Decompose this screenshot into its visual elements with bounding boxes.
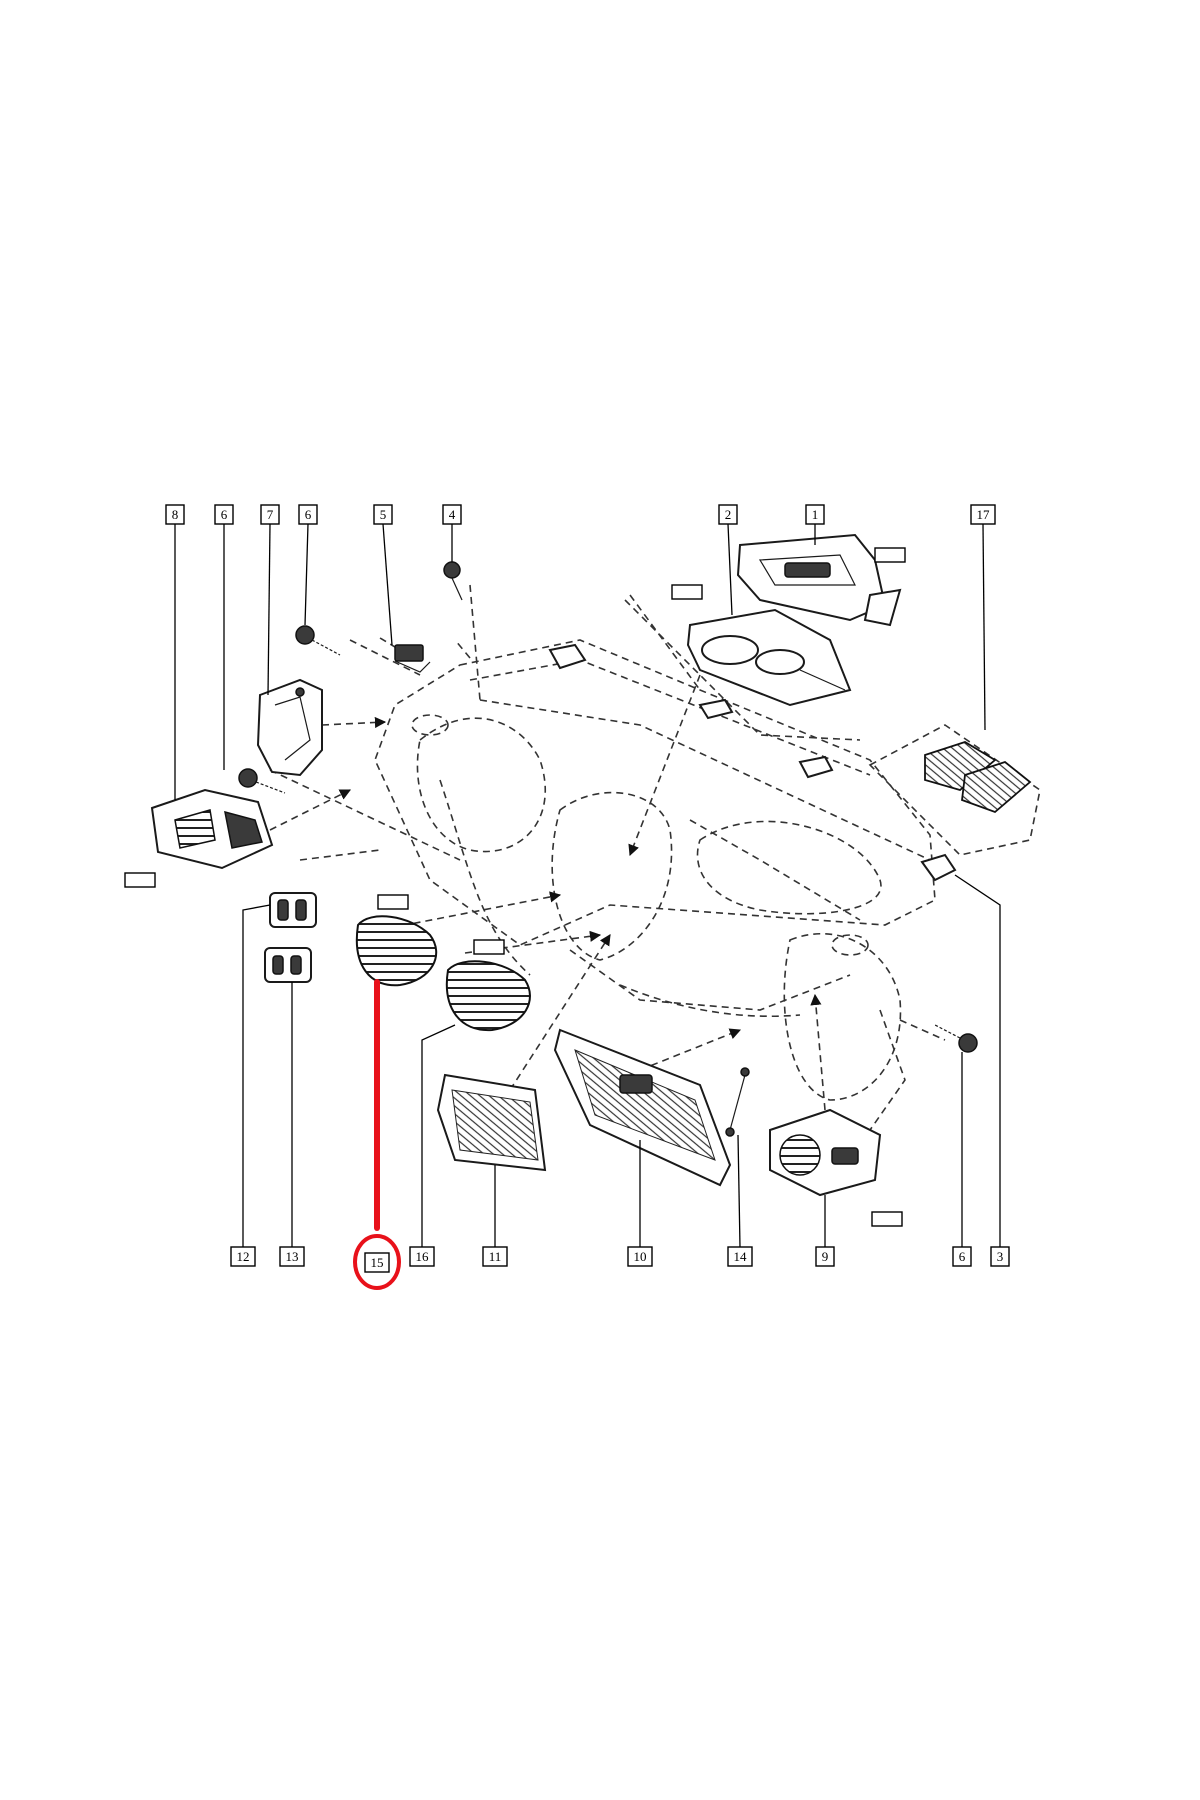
callout-3-bottom: 3 [990, 1246, 1010, 1267]
screw-part-6-upper [295, 625, 341, 656]
callout-6-bottom: 6 [952, 1246, 972, 1267]
callout-5-top: 5 [373, 504, 393, 525]
callout-9-bottom: 9 [815, 1246, 835, 1267]
callout-label: 5 [380, 507, 387, 522]
callout-label: 9 [822, 1249, 829, 1264]
callout-label: 6 [959, 1249, 966, 1264]
highlight-annotation [353, 979, 401, 1290]
center-air-vent-part-16 [445, 960, 531, 1032]
callout-label: 3 [997, 1249, 1004, 1264]
callout-label: 4 [449, 507, 456, 522]
screw-part-6-right [934, 1024, 978, 1053]
callout-1-top: 1 [805, 504, 825, 525]
callout-label: 6 [221, 507, 228, 522]
lower-panel-part-11 [436, 1073, 547, 1172]
callout-16-bottom: 16 [409, 1246, 435, 1267]
callout-label: 14 [734, 1249, 748, 1264]
callout-17-top: 17 [970, 504, 996, 525]
left-air-vent-part-8 [150, 788, 274, 870]
switch-panel-part-13 [264, 947, 312, 983]
callout-label: 13 [286, 1249, 299, 1264]
callout-leaders [174, 523, 1001, 1248]
callout-label: 17 [977, 507, 991, 522]
side-trim-part-7 [256, 678, 323, 777]
callout-12-bottom: 12 [230, 1246, 256, 1267]
callout-6-top-a: 6 [214, 504, 234, 525]
instrument-cluster-part-1 [736, 533, 902, 627]
speaker-grilles-part-17 [924, 741, 1032, 814]
callout-label: 11 [489, 1249, 502, 1264]
callout-label: 2 [725, 507, 732, 522]
bracket-part-3 [548, 643, 957, 882]
screw-part-4 [443, 561, 463, 601]
callout-8-top: 8 [165, 504, 185, 525]
callout-6-top-b: 6 [298, 504, 318, 525]
callout-4-top: 4 [442, 504, 462, 525]
callout-2-top: 2 [718, 504, 738, 525]
switch-part-5 [394, 644, 431, 673]
callout-label: 10 [634, 1249, 647, 1264]
assembly-leader-lines [269, 584, 946, 1111]
callout-label: 15 [371, 1255, 384, 1270]
callout-10-bottom: 10 [627, 1246, 653, 1267]
callout-label: 6 [305, 507, 312, 522]
callout-14-bottom: 14 [727, 1246, 753, 1267]
callout-label: 1 [812, 507, 819, 522]
cable-part-14 [725, 1067, 750, 1137]
callout-label: 16 [416, 1249, 430, 1264]
callout-13-bottom: 13 [279, 1246, 305, 1267]
callout-label: 7 [267, 507, 274, 522]
callout-label: 12 [237, 1249, 250, 1264]
callout-label: 8 [172, 507, 179, 522]
center-air-vent-part-15 [355, 915, 438, 987]
screw-part-6-left [238, 768, 286, 794]
callout-15-bottom: 15 [364, 1252, 390, 1273]
cluster-housing-part-2 [686, 608, 852, 707]
glovebox-part-10 [553, 1028, 732, 1187]
callout-7-top: 7 [260, 504, 280, 525]
callout-11-bottom: 11 [482, 1246, 508, 1267]
switch-panel-part-12 [269, 892, 317, 928]
reference-tags [124, 547, 906, 1227]
right-air-vent-part-9 [769, 1108, 882, 1197]
